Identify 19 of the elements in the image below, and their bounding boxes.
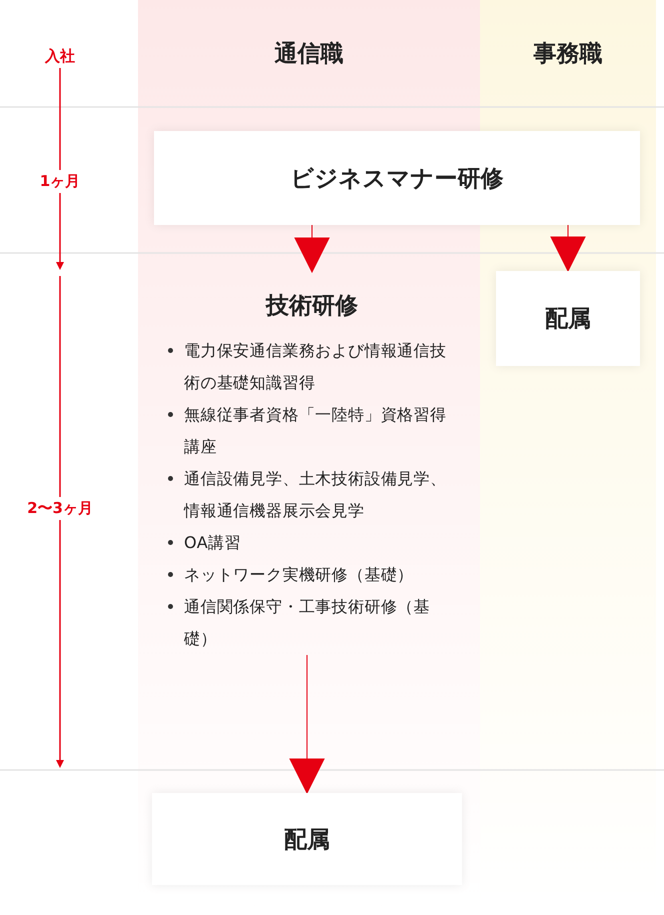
bullet-item: 無線従事者資格「一陸特」資格習得講座 [184, 405, 446, 456]
timeline-line [59, 68, 61, 170]
stage-box: ビジネスマナー研修 [154, 131, 640, 225]
timeline-line [59, 276, 61, 497]
bullet-item: 通信関係保守・工事技術研修（基礎） [184, 597, 430, 648]
panel-heading: 技術研修 [264, 292, 359, 321]
bullet-item: OA講習 [184, 533, 241, 552]
timeline-arrow [56, 520, 64, 768]
down-arrow [289, 654, 325, 794]
bullet-item: ネットワーク実機研修（基礎） [184, 565, 414, 584]
stage-box: 配属 [152, 793, 462, 885]
column-header: 事務職 [532, 40, 604, 69]
down-arrow [294, 224, 330, 274]
bullet-item: 電力保安通信業務および情報通信技術の基礎知識習得 [184, 341, 446, 392]
timeline-arrow [56, 193, 64, 270]
stage-box: 配属 [496, 271, 640, 366]
bullet-item: 通信設備見学、土木技術設備見学、情報通信機器展示会見学 [184, 469, 446, 520]
down-arrow [550, 224, 586, 272]
column-header: 通信職 [274, 40, 344, 69]
